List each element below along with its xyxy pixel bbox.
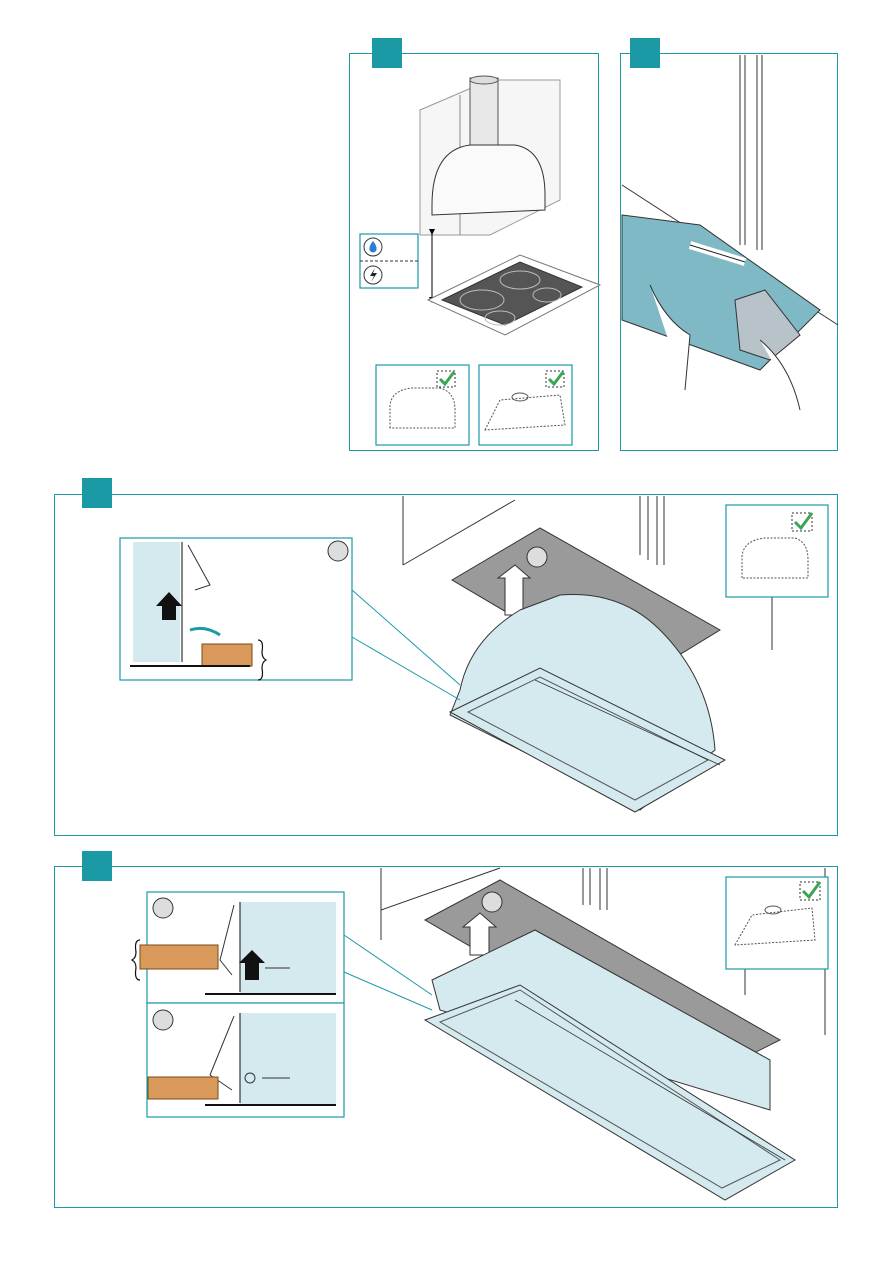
hood-variant-2 (479, 365, 572, 445)
step-2-illustration (622, 55, 838, 410)
step-4-illustration (132, 868, 828, 1200)
gas-electric-legend (360, 234, 418, 288)
hood-variant-1 (376, 365, 469, 445)
step-1-illustration (420, 76, 600, 335)
step-3-illustration (120, 496, 828, 812)
